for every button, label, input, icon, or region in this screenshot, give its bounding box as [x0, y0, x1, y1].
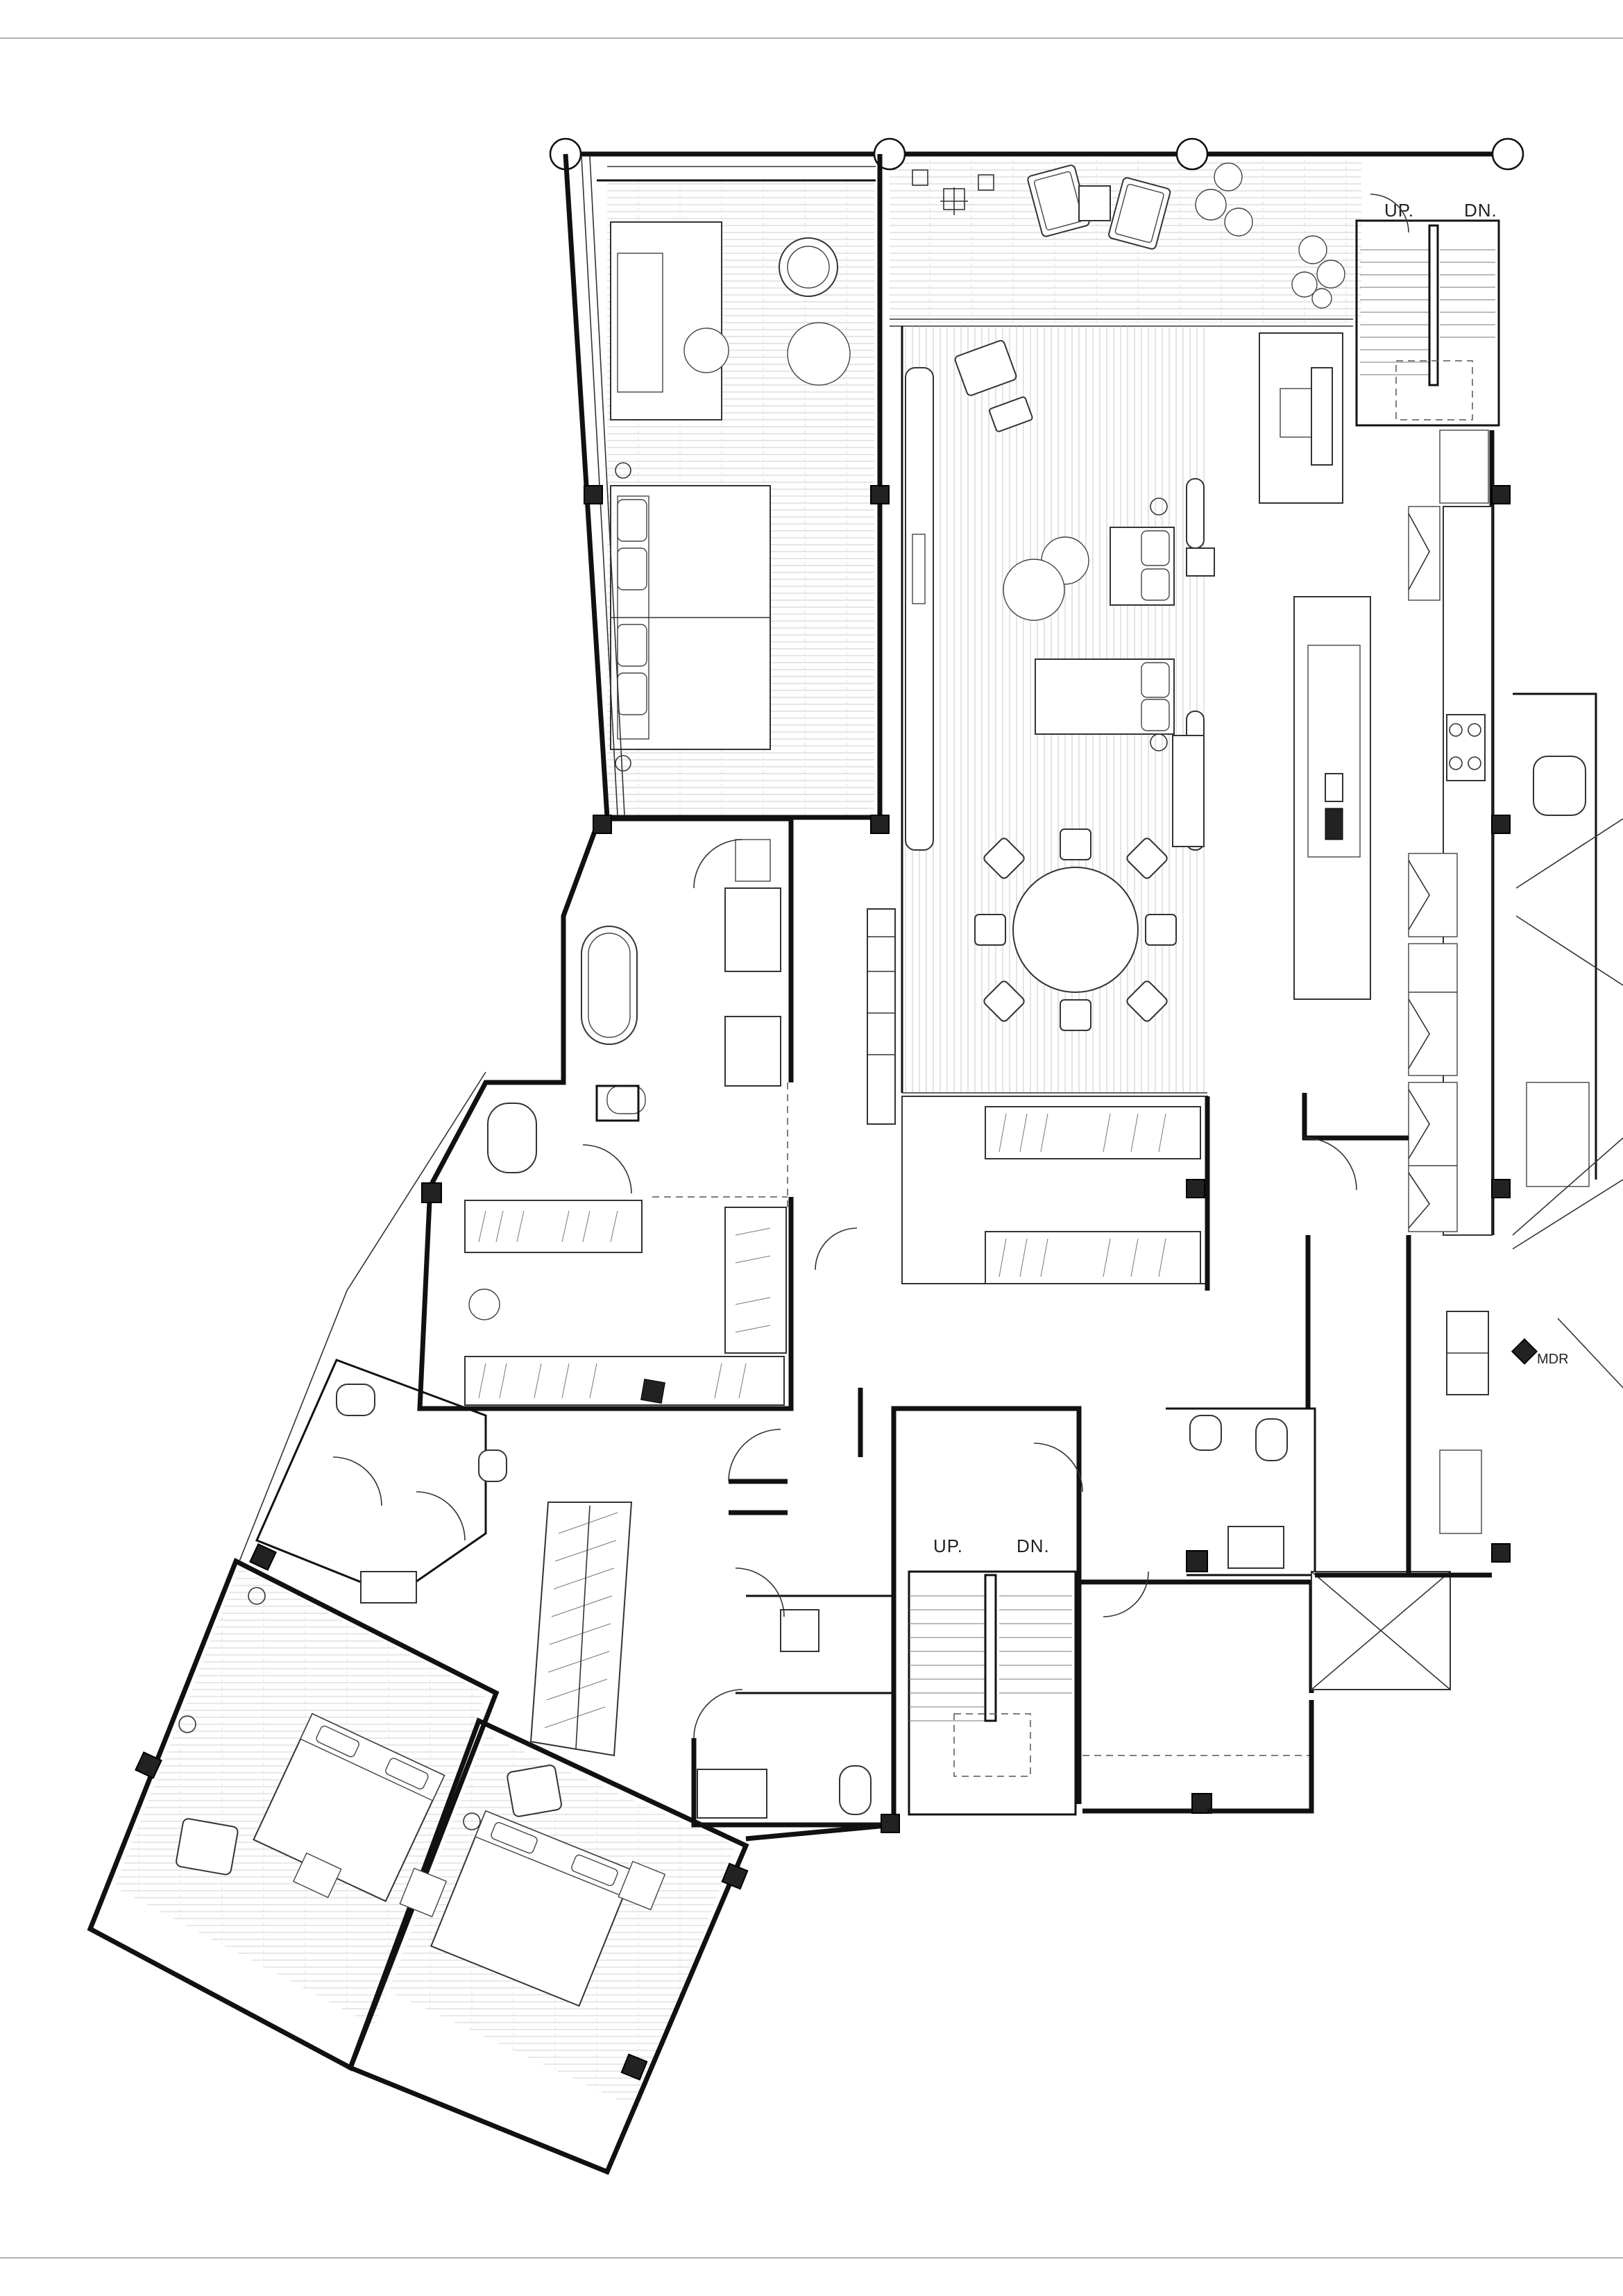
toilet — [1189, 1415, 1222, 1451]
master-bath — [427, 816, 794, 1207]
side-table — [683, 328, 729, 373]
media-room — [563, 153, 883, 820]
toilet — [1533, 756, 1586, 816]
vanity — [724, 887, 781, 972]
closet-label: MDR — [1537, 1352, 1569, 1367]
stair-top-up-label: UP. — [1384, 200, 1414, 221]
side-table — [1078, 185, 1111, 221]
wardrobe — [985, 1231, 1201, 1284]
lounge-chair — [1108, 177, 1171, 250]
guest-bath — [1079, 1407, 1451, 1814]
wardrobe — [464, 1200, 643, 1253]
shelving — [867, 908, 896, 1125]
walk-in-closet — [417, 1182, 794, 1411]
toilet — [478, 1449, 507, 1482]
toilet — [487, 1103, 537, 1173]
dining-table — [974, 828, 1177, 1031]
armchair — [507, 1764, 562, 1817]
bedroom-1 — [87, 1359, 507, 2071]
ottoman — [468, 1289, 500, 1320]
adjacent-units — [1512, 692, 1623, 1388]
powder-room — [691, 1595, 895, 1828]
corridor-walls — [729, 1093, 1492, 1842]
wardrobe — [464, 1356, 785, 1406]
vanity — [724, 1016, 781, 1087]
armchair — [779, 237, 838, 297]
armchair — [989, 396, 1033, 432]
shrub-cluster — [1195, 162, 1345, 309]
stair-center: UP. DN. — [891, 1406, 1082, 1825]
bed — [430, 1810, 635, 2007]
bedroom-2 — [347, 1717, 749, 2175]
grid-marker — [1175, 137, 1209, 171]
kitchen: MDR — [1259, 332, 1569, 1534]
piano — [1311, 367, 1333, 466]
columns — [584, 485, 1511, 1833]
vanity — [780, 1609, 819, 1652]
vanity — [360, 1571, 417, 1604]
storage-wall — [867, 908, 1210, 1291]
door-swings — [332, 194, 1409, 1739]
built-in-cabinet — [905, 367, 934, 851]
bed — [253, 1712, 445, 1903]
stair-top: UP. DN. — [1355, 200, 1500, 427]
stair-top-down-label: DN. — [1464, 200, 1497, 221]
living-dining — [877, 326, 1215, 1094]
toilet — [839, 1765, 872, 1815]
vanity — [697, 1769, 767, 1819]
armchair — [176, 1818, 239, 1876]
toilet — [336, 1384, 375, 1416]
stair-center-up-label: UP. — [933, 1536, 963, 1556]
armchair — [954, 340, 1017, 396]
round-table — [787, 322, 851, 386]
grid-marker — [1491, 137, 1524, 171]
bedroom-closet — [529, 1502, 633, 1757]
toilet — [1255, 1418, 1288, 1461]
terrace — [566, 151, 1508, 327]
sink — [1325, 773, 1343, 802]
wardrobe — [724, 1207, 787, 1354]
vanity — [1227, 1526, 1284, 1569]
stair-center-down-label: DN. — [1017, 1536, 1050, 1556]
wardrobe — [985, 1106, 1201, 1159]
